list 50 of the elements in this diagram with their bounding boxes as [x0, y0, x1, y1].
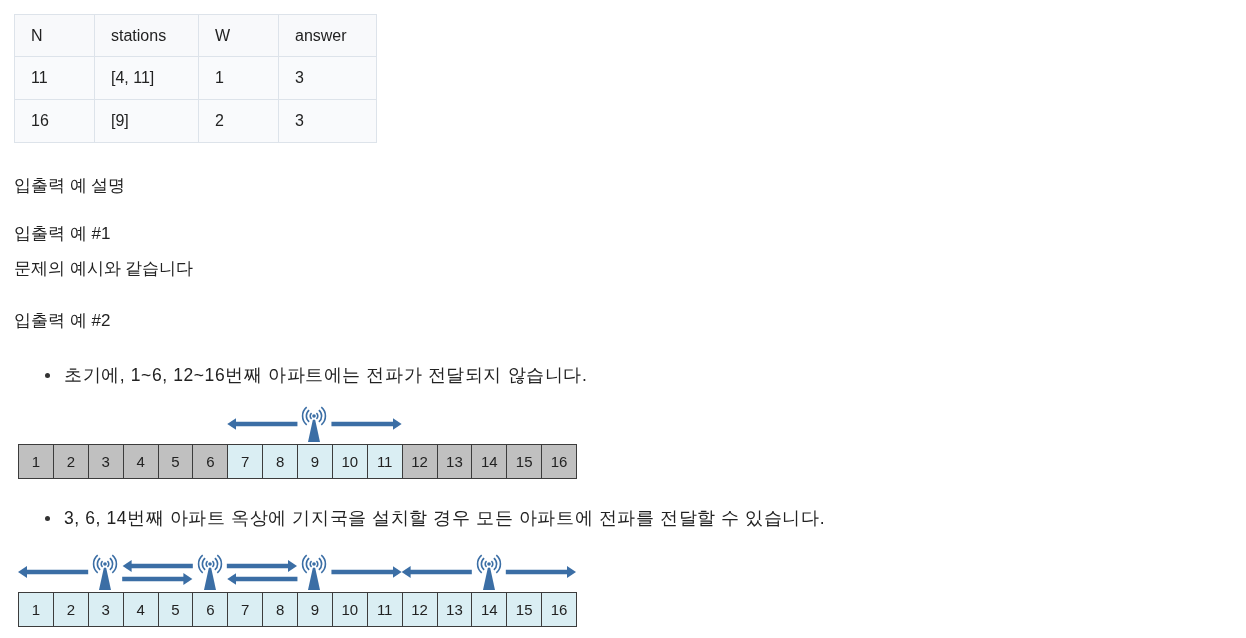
apartment-cell: 4 — [122, 592, 159, 627]
apartment-cell: 3 — [87, 592, 124, 627]
apartment-cell: 1 — [18, 444, 54, 479]
apartment-cell: 9 — [297, 592, 333, 627]
apartment-cell: 7 — [227, 592, 264, 627]
apartment-cell: 5 — [157, 592, 194, 627]
apartment-cell: 2 — [52, 444, 89, 479]
apartment-cell: 14 — [471, 592, 508, 627]
apartment-cell: 16 — [541, 444, 577, 479]
column-header: N — [14, 14, 95, 57]
example-title: 입출력 예 #2 — [14, 310, 111, 332]
apartment-cell: 8 — [262, 444, 298, 479]
table-cell: 11 — [14, 56, 95, 100]
table-cell: 2 — [198, 99, 279, 143]
apartment-cell: 3 — [87, 444, 124, 479]
apartment-cell: 13 — [436, 444, 473, 479]
column-header: answer — [278, 14, 377, 57]
apartment-cell: 7 — [227, 444, 264, 479]
apartment-cell: 12 — [401, 592, 438, 627]
column-header: stations — [94, 14, 199, 57]
column-header: W — [198, 14, 279, 57]
apartment-cell: 16 — [541, 592, 577, 627]
apartment-cell: 10 — [331, 444, 368, 479]
apartment-cell: 6 — [192, 444, 229, 479]
apartment-cell: 11 — [366, 444, 403, 479]
section-title: 입출력 예 설명 — [14, 175, 126, 197]
apartment-cell: 1 — [18, 592, 54, 627]
apartment-cell: 11 — [366, 592, 403, 627]
apartment-cell: 15 — [506, 592, 543, 627]
table-cell: 3 — [278, 99, 377, 143]
apartment-cell: 4 — [122, 444, 159, 479]
bullet-text: 3, 6, 14번째 아파트 옥상에 기지국을 설치할 경우 모든 아파트에 전파를 전달할 수 있습니다. — [64, 507, 826, 530]
table-cell: [9] — [94, 99, 199, 143]
table-cell: 16 — [14, 99, 95, 143]
bullet-text: 초기에, 1~6, 12~16번째 아파트에는 전파가 전달되지 않습니다. — [64, 364, 588, 387]
apartment-cell: 8 — [262, 592, 298, 627]
table-cell: 1 — [198, 56, 279, 100]
example-title: 입출력 예 #1 — [14, 223, 111, 245]
apartment-cell: 10 — [331, 592, 368, 627]
table-cell: 3 — [278, 56, 377, 100]
apartment-cell: 13 — [436, 592, 473, 627]
apartment-cell: 6 — [192, 592, 229, 627]
apartment-cell: 15 — [506, 444, 543, 479]
apartment-cell: 12 — [401, 444, 438, 479]
apartment-cell: 14 — [471, 444, 508, 479]
apartment-cell: 9 — [297, 444, 333, 479]
table-cell: [4, 11] — [94, 56, 199, 100]
example-note: 문제의 예시와 같습니다 — [14, 258, 194, 280]
apartment-cell: 2 — [52, 592, 89, 627]
apartment-cell: 5 — [157, 444, 194, 479]
